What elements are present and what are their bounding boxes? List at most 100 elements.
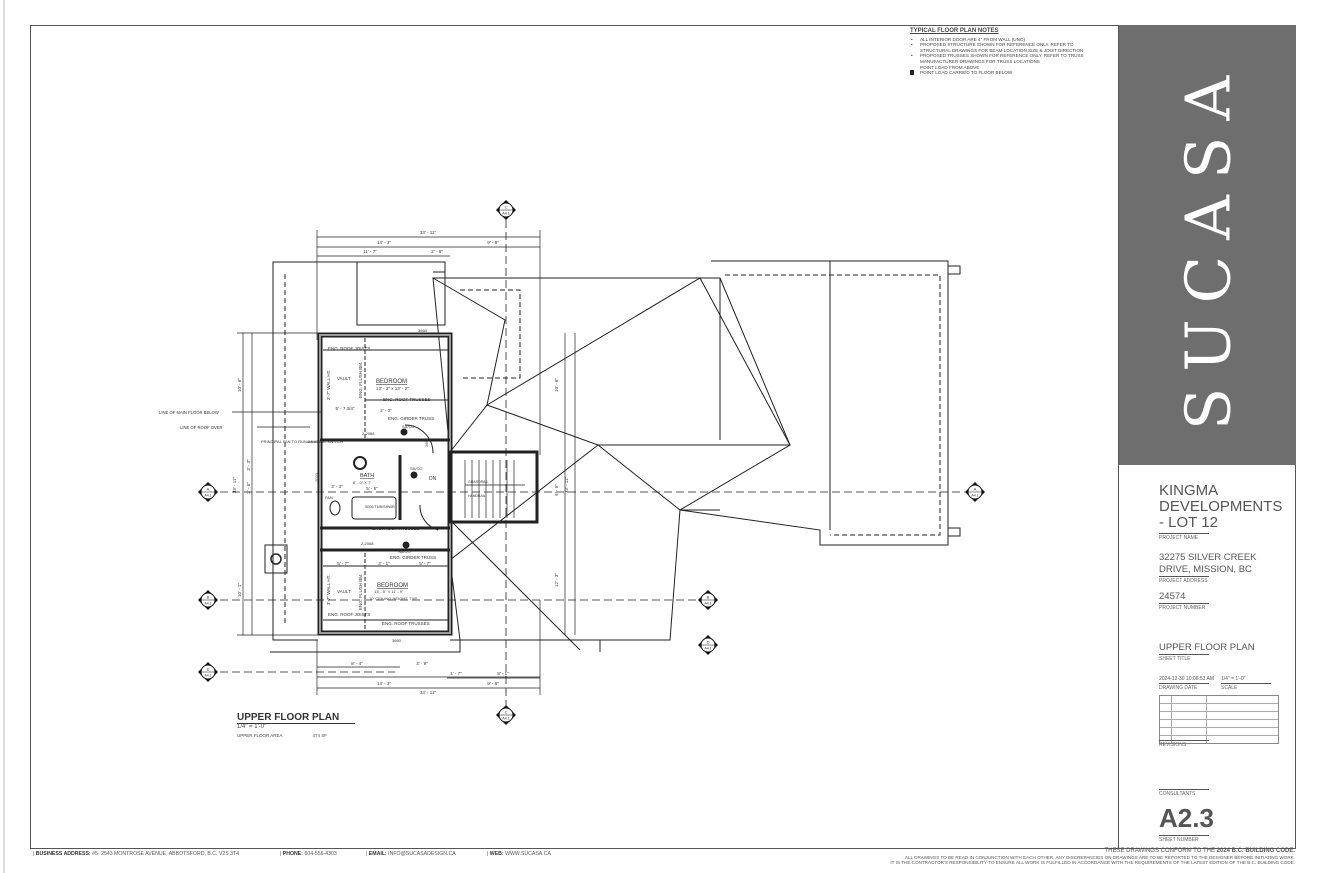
svg-text:LINE OF ROOF OVER: LINE OF ROOF OVER <box>180 425 223 430</box>
svg-text:ENG. GIRDER TRUSS: ENG. GIRDER TRUSS <box>390 555 436 560</box>
svg-text:2020: 2020 <box>314 472 319 482</box>
svg-text:B: B <box>207 595 210 600</box>
svg-text:3'-7" WALL HT.: 3'-7" WALL HT. <box>326 575 331 605</box>
svg-text:3660: 3660 <box>418 328 428 333</box>
project-number-label: PROJECT NUMBER <box>1159 603 1209 611</box>
svg-text:3'-7" WALL HT.: 3'-7" WALL HT. <box>326 370 331 400</box>
consultants-label: CONSULTANTS <box>1159 789 1209 797</box>
svg-text:HANDRAIL: HANDRAIL <box>468 494 486 498</box>
room-label-bedroom: BEDROOM <box>376 379 407 385</box>
svg-text:5' - 7": 5' - 7" <box>419 561 431 566</box>
sheet-number: A2.3 <box>1159 803 1214 833</box>
svg-text:3660: 3660 <box>392 638 402 643</box>
svg-text:3' - 9": 3' - 9" <box>416 661 428 666</box>
section-markers[interactable]: CA4.1 CA4.1 AA4.1 AA4.1 BA4.1 BA4.1 DA4.… <box>198 200 985 725</box>
svg-text:9' - 8": 9' - 8" <box>487 240 499 245</box>
sheet-title: UPPER FLOOR PLAN <box>1159 642 1255 653</box>
footer-web[interactable]: | WEB: WWW.SUCASA.CA <box>487 851 551 857</box>
drawing-date-label: DRAWING DATE <box>1159 683 1209 691</box>
svg-text:9' - 8": 9' - 8" <box>487 681 499 686</box>
svg-text:1' - 7": 1' - 7" <box>450 671 462 676</box>
drawing-date: 2024-12-30 10:08:53 AM <box>1159 676 1215 682</box>
svg-text:6' - 5": 6' - 5" <box>554 484 559 496</box>
dimension-labels: 33' - 11" 14' - 3" 9' - 8" 11' - 7" 2' -… <box>232 230 569 695</box>
exhaust-fan-icon <box>353 456 367 470</box>
door-swing <box>404 424 434 454</box>
sheet-border <box>30 25 1296 849</box>
note-item: PROPOSED TRUSSES SHOWN FOR REFERENCE ONL… <box>910 53 1090 64</box>
sheet-number-label: SHEET NUMBER <box>1159 835 1209 843</box>
leader-lines <box>232 411 322 443</box>
point-load-icon <box>910 70 914 76</box>
smoke-alarm-icon <box>400 428 408 436</box>
bathtub-icon <box>351 496 397 520</box>
svg-text:A4.1: A4.1 <box>704 647 711 651</box>
svg-text:A4.1: A4.1 <box>704 602 711 606</box>
disclaimer: THESE DRAWINGS CONFORM TO THE 2024 B.C. … <box>890 848 1295 865</box>
sheet-title-label: SHEET TITLE <box>1159 654 1209 662</box>
svg-text:2' - 0": 2' - 0" <box>380 408 392 413</box>
svg-text:ENG. FLUSH BM.: ENG. FLUSH BM. <box>358 574 363 610</box>
scale: 1/4" = 1'-0" <box>1221 676 1246 682</box>
project-name: KINGMA DEVELOPMENTS - LOT 12 <box>1159 482 1283 531</box>
svg-text:GUARDRAIL: GUARDRAIL <box>468 480 488 484</box>
svg-text:2668: 2668 <box>424 437 429 447</box>
svg-text:10' - 1": 10' - 1" <box>237 583 242 597</box>
svg-text:A4.1: A4.1 <box>204 494 211 498</box>
svg-text:ENG. ROOF TRUSSES: ENG. ROOF TRUSSES <box>372 526 420 531</box>
dimension-lines <box>237 230 576 695</box>
garage-roof <box>679 260 949 546</box>
svg-text:ENG. GIRDER TRUSS: ENG. GIRDER TRUSS <box>388 416 434 421</box>
ceiling-note: 10' CEILING HEIGHT, TYP. <box>369 596 418 601</box>
chimney-box <box>264 544 288 574</box>
section-marker-a-right: AA4.1 <box>965 482 985 502</box>
section-marker-c-bottom: CA4.1 <box>496 705 516 725</box>
svg-text:2-2068: 2-2068 <box>362 431 375 436</box>
svg-text:A4.1: A4.1 <box>971 494 978 498</box>
svg-text:33' - 11": 33' - 11" <box>420 230 437 235</box>
roof-outline <box>433 277 721 440</box>
svg-text:3' - 1": 3' - 1" <box>378 561 390 566</box>
svg-text:A4.1: A4.1 <box>204 674 211 678</box>
section-marker-c-top: C A4.1 <box>496 200 516 220</box>
svg-text:ENG. ROOF TRUSSES: ENG. ROOF TRUSSES <box>383 397 431 402</box>
smoke-alarm-icon <box>402 541 410 549</box>
footer-phone: | PHONE: 604-556-4303 <box>280 851 337 857</box>
revisions-label: REVISIONS <box>1159 740 1209 748</box>
svg-text:FAN: FAN <box>325 495 333 500</box>
svg-text:5006 TUB/SHWR: 5006 TUB/SHWR <box>365 505 395 509</box>
svg-text:D: D <box>207 667 210 672</box>
plan-title: UPPER FLOOR PLAN <box>237 712 355 724</box>
project-address-label: PROJECT ADDRESS <box>1159 576 1209 584</box>
svg-text:14' - 3": 14' - 3" <box>377 240 391 245</box>
room-size: 8' - 0" X 7' <box>353 480 371 485</box>
section-marker-b-right: BA4.1 <box>698 590 718 610</box>
svg-text:A4.1: A4.1 <box>502 212 509 216</box>
svg-text:8' - 1": 8' - 1" <box>497 671 509 676</box>
svg-text:3' - 3": 3' - 3" <box>331 484 343 489</box>
svg-text:14' - 3": 14' - 3" <box>377 681 391 686</box>
principal-fan-note: PRINCIPAL FAN TO RUN 24HRS w/ SWITCH <box>261 439 343 444</box>
project-name-label: PROJECT NAME <box>1159 533 1209 541</box>
section-marker-d-left: D A4.1 <box>198 662 218 682</box>
stair-enclosure <box>448 450 539 524</box>
footer-email[interactable]: | EMAIL: INFO@SUCASADESIGN.CA <box>366 851 456 857</box>
svg-text:ENG. ROOF JOISTS: ENG. ROOF JOISTS <box>328 346 370 351</box>
room-size: 13' - 5" X 11' - 9" <box>374 589 404 594</box>
svg-text:5' - 7": 5' - 7" <box>337 561 349 566</box>
svg-text:SA/CO: SA/CO <box>410 466 422 471</box>
svg-text:A4.1: A4.1 <box>204 602 211 606</box>
section-marker-d-right: D A4.1 <box>698 635 718 655</box>
floor-plan-notes: TYPICAL FLOOR PLAN NOTES ALL INTERIOR DO… <box>910 28 1090 76</box>
plan-scale: 1/4" = 1'-0" <box>237 724 267 730</box>
svg-text:ENG. ROOF TRUSSES: ENG. ROOF TRUSSES <box>382 621 430 626</box>
svg-text:5' - 5": 5' - 5" <box>366 486 378 491</box>
svg-text:C: C <box>505 205 508 210</box>
svg-text:D: D <box>707 640 710 645</box>
svg-text:10' - 6": 10' - 6" <box>237 378 242 392</box>
point-load-above-note: POINT LOAD FROM ABOVE <box>920 64 980 70</box>
svg-text:A: A <box>207 487 210 492</box>
svg-text:DN: DN <box>429 476 437 482</box>
